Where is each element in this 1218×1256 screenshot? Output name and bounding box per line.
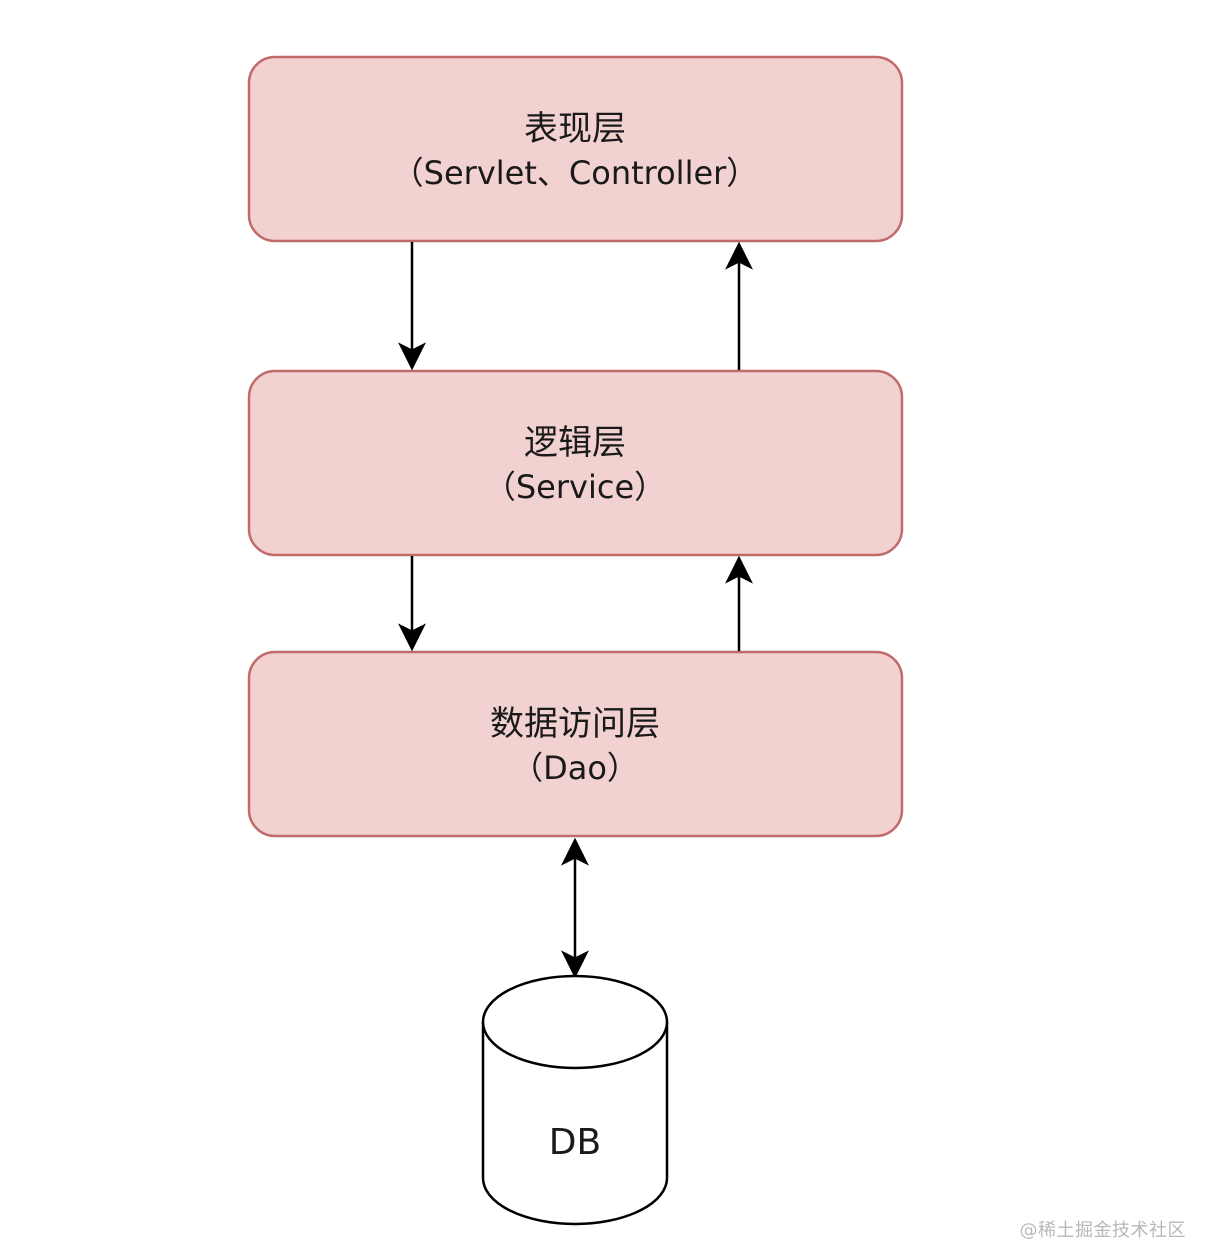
logic-layer-subtitle: （Service） [484, 468, 666, 506]
presentation-layer-rect [247, 55, 904, 243]
database-cylinder-top [481, 974, 669, 1070]
watermark: @稀土掘金技术社区 [1019, 1220, 1186, 1241]
presentation-layer-title: 表现层 [524, 109, 626, 149]
presentation-layer-subtitle: （Servlet、Controller） [392, 154, 759, 192]
database-cylinder: DB [481, 974, 669, 1226]
data-access-layer-rect [247, 650, 904, 838]
data-access-layer-subtitle: （Dao） [511, 749, 639, 787]
database-label: DB [549, 1122, 601, 1163]
presentation-layer-box: 表现层 （Servlet、Controller） [247, 55, 904, 243]
data-access-layer-box: 数据访问层 （Dao） [247, 650, 904, 838]
logic-layer-title: 逻辑层 [524, 423, 626, 463]
logic-layer-rect [247, 369, 904, 557]
logic-layer-box: 逻辑层 （Service） [247, 369, 904, 557]
database-cylinder-body [481, 1022, 669, 1226]
data-access-layer-title: 数据访问层 [490, 704, 660, 744]
